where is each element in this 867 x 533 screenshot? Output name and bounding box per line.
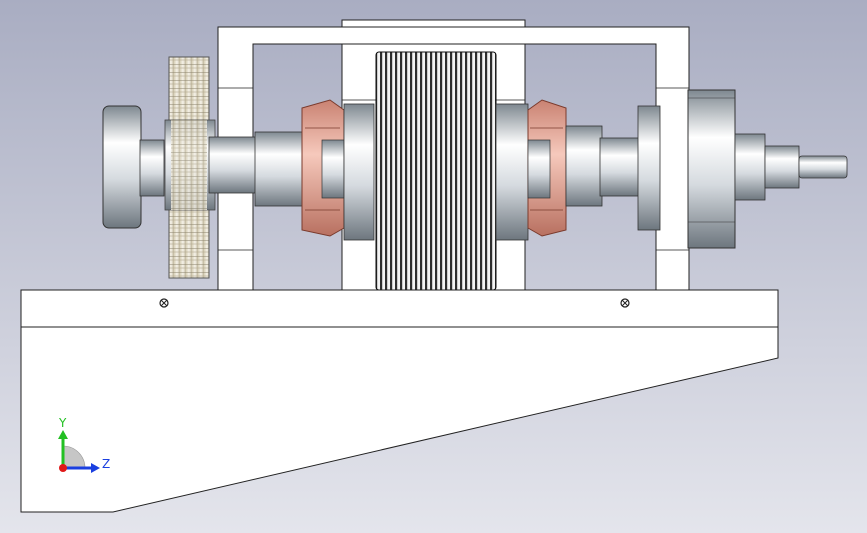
y-axis-head [58, 430, 68, 439]
coordinate-triad: Y Z [58, 416, 110, 473]
z-axis-head [91, 463, 100, 473]
base-frame[interactable] [20, 289, 779, 513]
x-axis-origin [59, 464, 67, 472]
left-shaft[interactable] [208, 136, 258, 194]
left-end-cap[interactable] [102, 105, 142, 229]
bolt-left[interactable] [159, 298, 169, 308]
output-nut[interactable] [734, 133, 766, 201]
y-axis-label: Y [58, 416, 67, 430]
bolt-right[interactable] [620, 298, 630, 308]
disc-stack[interactable] [375, 51, 497, 291]
right-shaft[interactable] [565, 125, 603, 207]
z-axis-label: Z [102, 457, 110, 471]
right-bearing-housing[interactable] [637, 105, 661, 231]
output-shaft[interactable] [798, 155, 848, 179]
